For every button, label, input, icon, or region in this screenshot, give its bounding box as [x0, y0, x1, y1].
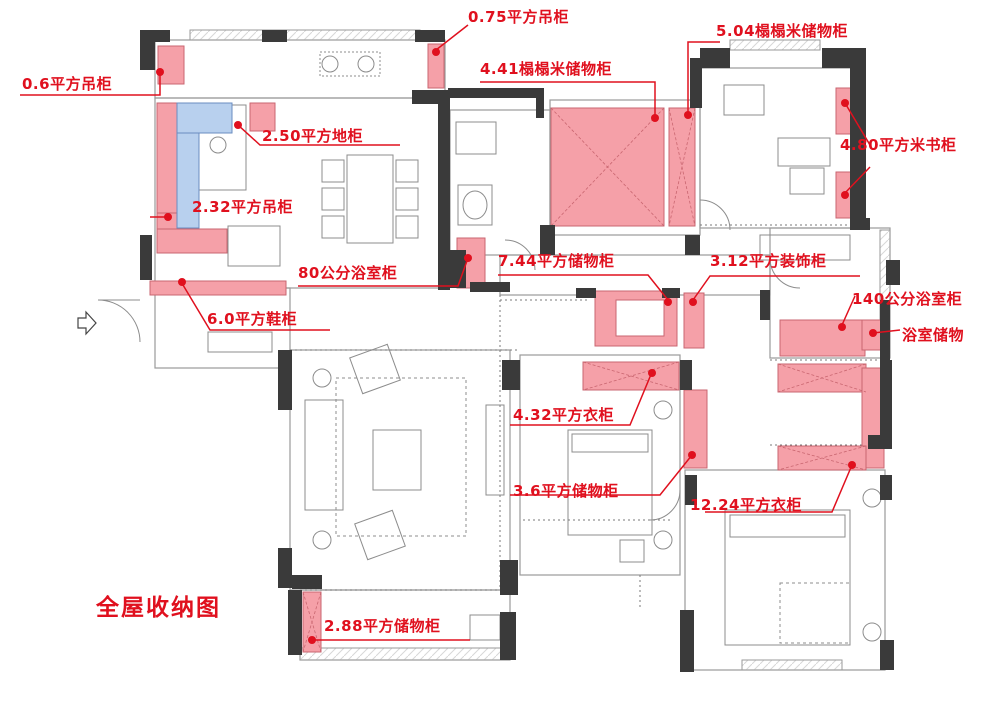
- label-bath-storage: 浴室储物: [902, 326, 965, 344]
- label-wardrobe-12-24: 12.24平方衣柜: [690, 496, 802, 514]
- label-hang-0-75: 0.75平方吊柜: [468, 8, 570, 26]
- entrance-arrow-icon: [77, 310, 97, 336]
- label-wardrobe-4-32: 4.32平方衣柜: [513, 406, 615, 424]
- label-storage-2-88: 2.88平方储物柜: [324, 617, 441, 635]
- cabinet-marks: [302, 107, 867, 653]
- label-floor-2-50: 2.50平方地柜: [262, 127, 364, 145]
- label-storage-3-6: 3.6平方储物柜: [513, 482, 619, 500]
- label-deco-3-12: 3.12平方装饰柜: [710, 252, 827, 270]
- label-bath-80: 80公分浴室柜: [298, 264, 398, 282]
- label-book-4-80: 4.80平方米书柜: [840, 136, 957, 154]
- label-hang-2-32: 2.32平方吊柜: [192, 198, 294, 216]
- windows: [189, 29, 891, 671]
- label-bath-140: 140公分浴室柜: [852, 290, 963, 308]
- label-storage-7-44: 7.44平方储物柜: [498, 252, 615, 270]
- leader-dots: [156, 48, 877, 644]
- label-shoe-6-0: 6.0平方鞋柜: [207, 310, 298, 328]
- walls: [140, 30, 900, 672]
- leader-lines: [20, 24, 901, 641]
- label-tatami-4-41: 4.41榻榻米储物柜: [480, 60, 613, 78]
- dotted-lines: [290, 224, 890, 610]
- page-title: 全屋收纳图: [96, 595, 221, 621]
- furniture: [97, 51, 882, 646]
- label-tatami-5-04: 5.04榻榻米储物柜: [716, 22, 849, 40]
- label-hang-0-6: 0.6平方吊柜: [22, 75, 113, 93]
